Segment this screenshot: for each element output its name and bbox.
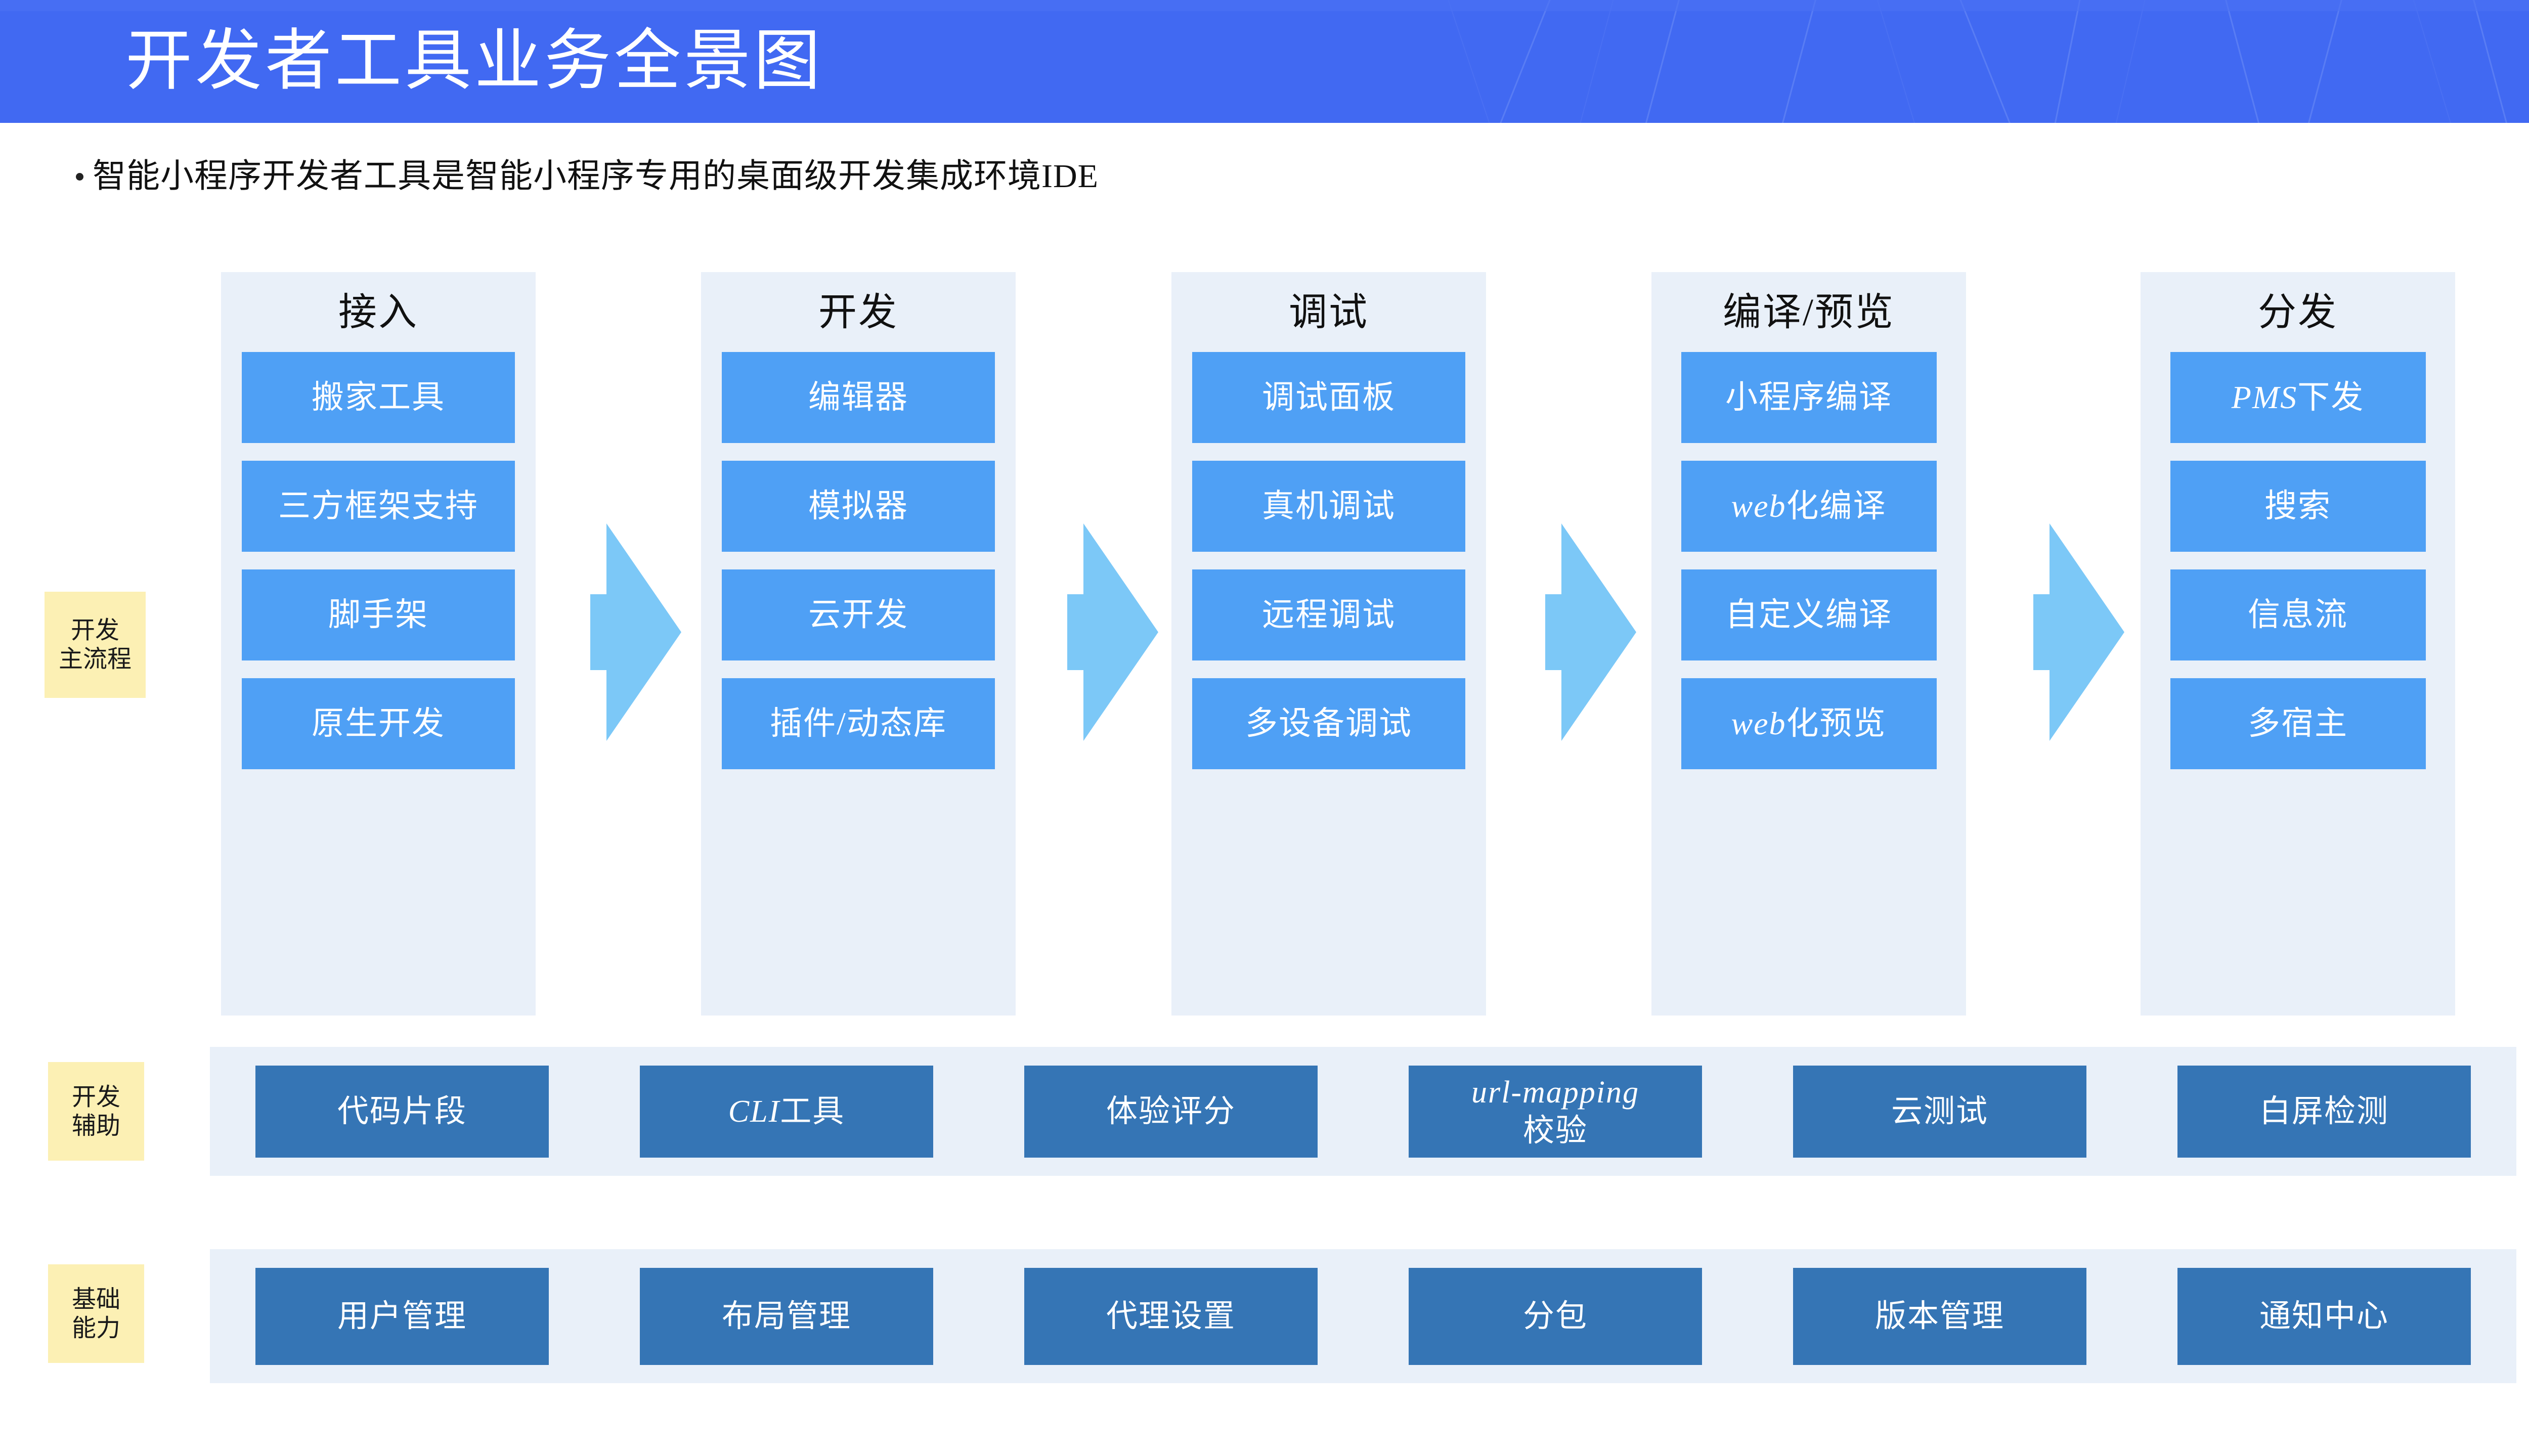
row-label-dev-assist-line1: 开发 — [71, 1083, 120, 1111]
flow-chip[interactable]: 自定义编译 — [1681, 569, 1937, 660]
base-tile[interactable]: 通知中心 — [2177, 1267, 2471, 1365]
row-label-main-flow-line2: 主流程 — [58, 646, 132, 673]
flow-chip[interactable]: 小程序编译 — [1681, 352, 1937, 443]
flow-column-items: 编辑器 模拟器 云开发 插件/动态库 — [701, 352, 1016, 769]
flow-chip[interactable]: 编辑器 — [722, 352, 995, 443]
flow-chip-rest: 下发 — [2297, 379, 2365, 415]
page-title: 开发者工具业务全景图 — [125, 24, 823, 98]
flow-column-title: 编译/预览 — [1722, 291, 1895, 334]
flow-column-items: 搬家工具 三方框架支持 脚手架 原生开发 — [221, 352, 536, 769]
flow-column-access: 接入 搬家工具 三方框架支持 脚手架 原生开发 — [221, 272, 536, 1016]
flow-column-title: 分发 — [2258, 291, 2338, 334]
assist-tile-line1: url-mapping — [1471, 1075, 1639, 1110]
flow-chip-italic-prefix: PMS — [2231, 379, 2298, 415]
assist-tile-italic-prefix: CLI — [728, 1094, 780, 1129]
assist-tile-url-mapping[interactable]: url-mapping 校验 — [1409, 1065, 1702, 1158]
flow-chip[interactable]: 多宿主 — [2170, 678, 2426, 769]
base-tile[interactable]: 代理设置 — [1024, 1267, 1318, 1365]
flow-chip[interactable]: 真机调试 — [1192, 461, 1465, 552]
assist-tile[interactable]: 云测试 — [1793, 1065, 2086, 1158]
row-label-main-flow-line1: 开发 — [70, 617, 119, 644]
subtitle-line: 智能小程序开发者工具是智能小程序专用的桌面级开发集成环境IDE — [76, 157, 1099, 196]
flow-column-title: 开发 — [818, 291, 898, 334]
bullet-icon — [76, 172, 83, 181]
assist-tile-rest: 工具 — [780, 1094, 845, 1129]
base-tile[interactable]: 布局管理 — [640, 1267, 933, 1365]
row-label-base-capability-line1: 基础 — [71, 1286, 120, 1313]
flow-chip[interactable]: 原生开发 — [242, 678, 515, 769]
flow-column-debug: 调试 调试面板 真机调试 远程调试 多设备调试 — [1171, 272, 1486, 1016]
flow-chip[interactable]: 调试面板 — [1192, 352, 1465, 443]
flow-chip[interactable]: 搜索 — [2170, 461, 2426, 552]
flow-chip-rest: 化预览 — [1786, 705, 1887, 741]
assist-tile[interactable]: 白屏检测 — [2177, 1065, 2471, 1158]
flow-chip[interactable]: 插件/动态库 — [722, 678, 995, 769]
base-tile[interactable]: 版本管理 — [1793, 1267, 2086, 1365]
flow-chip[interactable]: 三方框架支持 — [242, 461, 515, 552]
row-label-base-capability: 基础 能力 — [48, 1264, 144, 1363]
flow-chip[interactable]: 搬家工具 — [242, 352, 515, 443]
assist-tile[interactable]: 代码片段 — [255, 1065, 549, 1158]
flow-chip[interactable]: 模拟器 — [722, 461, 995, 552]
flow-chip[interactable]: 远程调试 — [1192, 569, 1465, 660]
flow-chip[interactable]: 云开发 — [722, 569, 995, 660]
flow-column-develop: 开发 编辑器 模拟器 云开发 插件/动态库 — [701, 272, 1016, 1016]
row-label-dev-assist: 开发 辅助 — [48, 1062, 144, 1161]
flow-chip[interactable]: 脚手架 — [242, 569, 515, 660]
flow-chip[interactable]: 多设备调试 — [1192, 678, 1465, 769]
flow-chip-rest: 化编译 — [1786, 488, 1887, 524]
row-label-main-flow: 开发 主流程 — [45, 592, 146, 698]
flow-arrow-right-icon — [1545, 523, 1636, 741]
flow-chip-italic-prefix: web — [1731, 705, 1786, 741]
flow-chip[interactable]: 信息流 — [2170, 569, 2426, 660]
flow-column-title: 调试 — [1289, 291, 1369, 334]
row-label-dev-assist-line2: 辅助 — [71, 1112, 120, 1139]
base-tile[interactable]: 用户管理 — [255, 1267, 549, 1365]
flow-chip-italic-prefix: web — [1731, 488, 1786, 524]
flow-arrow-right-icon — [590, 523, 681, 741]
row-label-base-capability-line2: 能力 — [71, 1314, 120, 1342]
subtitle-text: 智能小程序开发者工具是智能小程序专用的桌面级开发集成环境IDE — [93, 158, 1099, 195]
flow-column-items: 调试面板 真机调试 远程调试 多设备调试 — [1171, 352, 1486, 769]
flow-arrow-right-icon — [2033, 523, 2124, 741]
flow-arrow-right-icon — [1067, 523, 1158, 741]
flow-column-title: 接入 — [338, 291, 418, 334]
base-capability-items: 用户管理 布局管理 代理设置 分包 版本管理 通知中心 — [210, 1267, 2516, 1365]
assist-tile-line2: 校验 — [1522, 1113, 1588, 1148]
base-capability-band: 用户管理 布局管理 代理设置 分包 版本管理 通知中心 — [210, 1249, 2516, 1383]
base-tile[interactable]: 分包 — [1409, 1267, 1702, 1365]
assist-tile[interactable]: 体验评分 — [1024, 1065, 1318, 1158]
